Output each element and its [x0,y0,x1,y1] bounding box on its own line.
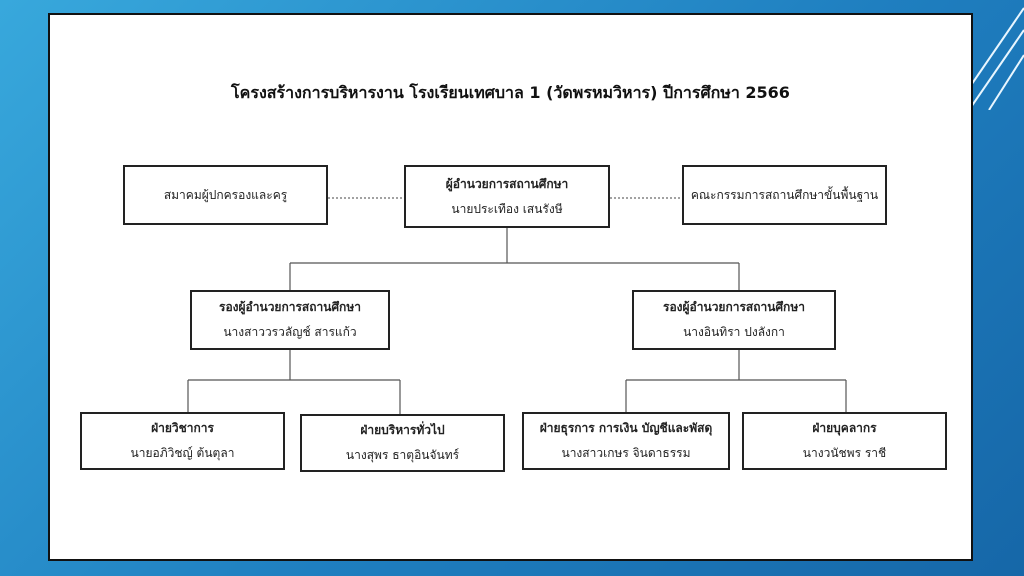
general-admin-dept-box: ฝ่ายบริหารทั่วไป นางสุพร ธาตุอินจันทร์ [300,414,505,472]
director-name: นายประเทือง เสนรังษี [451,201,563,216]
deputy-right-name: นางอินทิรา ปงลังกา [683,325,785,339]
slide-canvas: โครงสร้างการบริหารงาน โรงเรียนเทศบาล 1 (… [48,13,973,561]
finance-dept-title: ฝ่ายธุรการ การเงิน บัญชีและพัสดุ [539,421,713,435]
personnel-dept-title: ฝ่ายบุคลากร [812,421,877,435]
finance-dept-name: นางสาวเกษร จินดาธรรม [561,446,691,460]
deputy-left-name: นางสาววรวลัญช์ สารแก้ว [223,325,357,339]
chart-title: โครงสร้างการบริหารงาน โรงเรียนเทศบาล 1 (… [231,83,790,102]
deputy-left-title: รองผู้อำนวยการสถานศึกษา [219,300,361,314]
academic-dept-title: ฝ่ายวิชาการ [151,421,214,435]
general-admin-dept-name: นางสุพร ธาตุอินจันทร์ [345,448,460,462]
deputy-right-box: รองผู้อำนวยการสถานศึกษา นางอินทิรา ปงลัง… [632,290,836,350]
school-board-box: คณะกรรมการสถานศึกษาขั้นพื้นฐาน [682,165,887,225]
director-box: ผู้อำนวยการสถานศึกษา นายประเทือง เสนรังษ… [404,165,610,228]
personnel-dept-box: ฝ่ายบุคลากร นางวนัชพร ราชี [742,412,947,470]
deputy-right-title: รองผู้อำนวยการสถานศึกษา [663,300,805,314]
director-title: ผู้อำนวยการสถานศึกษา [445,176,569,191]
parent-teacher-association-label: สมาคมผู้ปกครองและครู [163,187,288,202]
parent-teacher-association-box: สมาคมผู้ปกครองและครู [123,165,328,225]
personnel-dept-name: นางวนัชพร ราชี [802,446,887,460]
org-connectors [187,197,847,414]
academic-dept-box: ฝ่ายวิชาการ นายอภิวิชญ์ ต้นตุลา [80,412,285,470]
finance-dept-box: ฝ่ายธุรการ การเงิน บัญชีและพัสดุ นางสาวเ… [522,412,730,470]
general-admin-dept-title: ฝ่ายบริหารทั่วไป [360,423,445,437]
deputy-left-box: รองผู้อำนวยการสถานศึกษา นางสาววรวลัญช์ ส… [190,290,390,350]
school-board-label: คณะกรรมการสถานศึกษาขั้นพื้นฐาน [690,187,879,202]
academic-dept-name: นายอภิวิชญ์ ต้นตุลา [130,446,235,460]
